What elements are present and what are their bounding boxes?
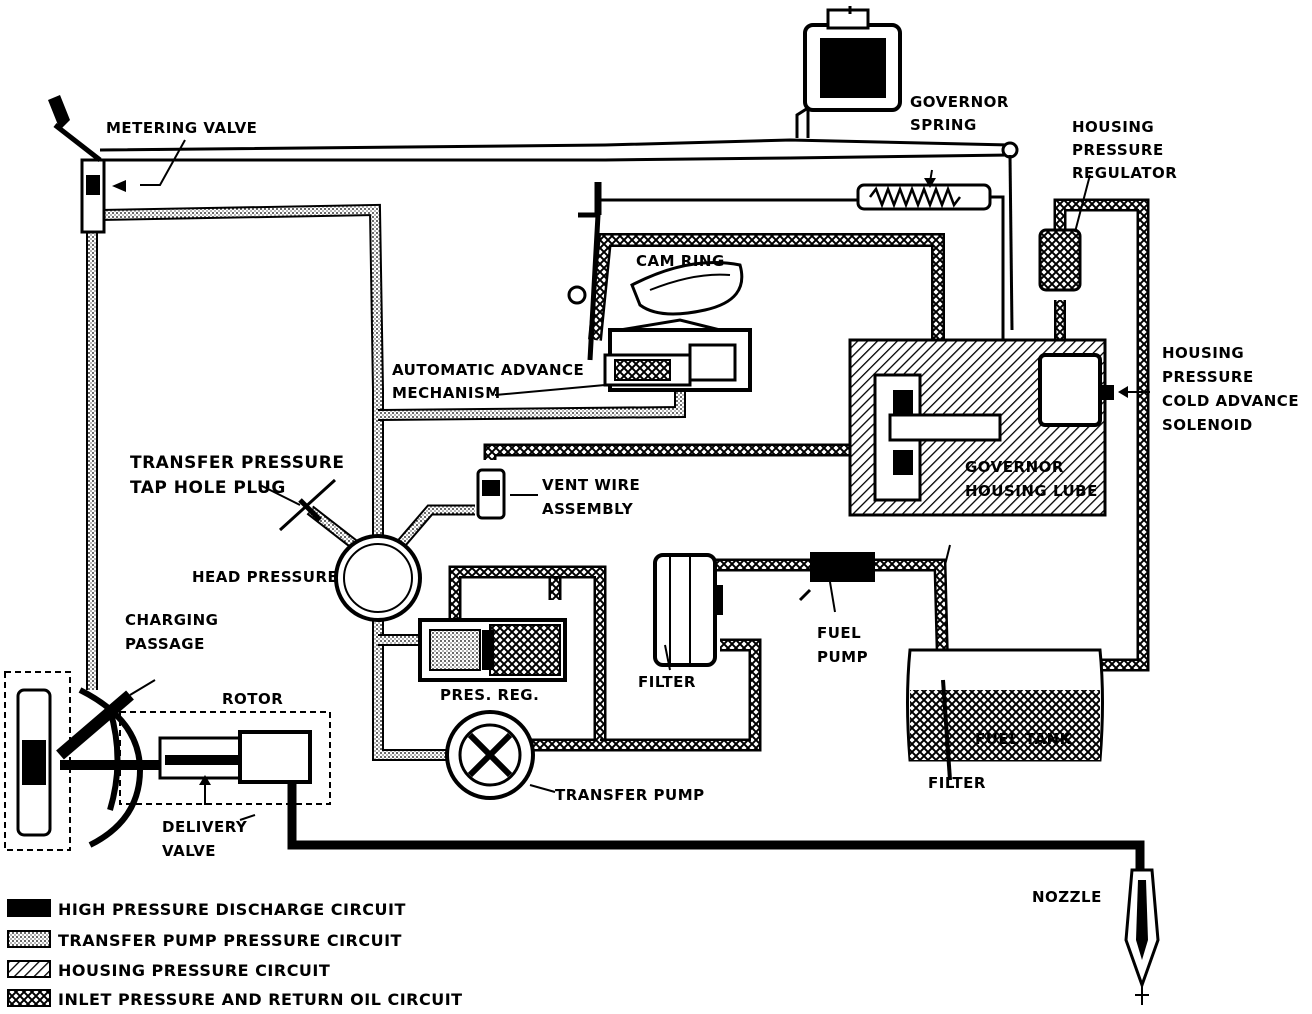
legend-item-housing-pressure: HOUSING PRESSURE CIRCUIT (7, 960, 330, 980)
automatic-advance-mechanism (603, 328, 752, 392)
label-housing-solenoid-1: HOUSING (1162, 344, 1244, 362)
legend-label: HIGH PRESSURE DISCHARGE CIRCUIT (58, 900, 406, 919)
label-cam-ring: CAM RING (636, 252, 725, 270)
inline-filter (653, 553, 723, 667)
labels: METERING VALVE GOVERNOR SPRING HOUSING P… (106, 93, 1299, 906)
throttle-lever (795, 6, 902, 138)
label-filter-upper: FILTER (638, 673, 696, 691)
label-charging-passage-1: CHARGING (125, 611, 218, 629)
label-governor-housing-2: HOUSING LUBE (965, 482, 1098, 500)
label-automatic-advance-1: AUTOMATIC ADVANCE (392, 361, 584, 379)
label-housing-solenoid-3: COLD ADVANCE (1162, 392, 1299, 410)
cold-advance-solenoid (1038, 353, 1150, 427)
high-pressure-line (56, 690, 1145, 870)
advance-linkage (567, 182, 602, 361)
transfer-pressure-passages (86, 203, 686, 761)
label-delivery-valve-2: VALVE (162, 842, 216, 860)
label-charging-passage-2: PASSAGE (125, 635, 205, 653)
label-vent-wire-1: VENT WIRE (542, 476, 640, 494)
label-housing-solenoid-2: PRESSURE (1162, 368, 1254, 386)
label-metering-valve: METERING VALVE (106, 119, 257, 137)
governor-spring (600, 154, 1014, 435)
legend-item-transfer-pump: TRANSFER PUMP PRESSURE CIRCUIT (7, 930, 402, 950)
label-housing-regulator-3: REGULATOR (1072, 164, 1177, 182)
housing-pressure-regulator (1038, 174, 1091, 292)
label-head-pressure: HEAD PRESSURE (192, 568, 338, 586)
legend-label: TRANSFER PUMP PRESSURE CIRCUIT (58, 931, 402, 950)
rotor-assembly (4, 671, 331, 851)
label-governor-housing-1: GOVERNOR (965, 458, 1064, 476)
label-filter-lower: FILTER (928, 774, 986, 792)
label-fuel-pump-2: PUMP (817, 648, 868, 666)
inlet-return-passages (448, 198, 1150, 761)
label-automatic-advance-2: MECHANISM (392, 384, 501, 402)
cam-ring (619, 261, 744, 332)
legend-label: INLET PRESSURE AND RETURN OIL CIRCUIT (58, 990, 463, 1009)
label-housing-regulator-1: HOUSING (1072, 118, 1154, 136)
label-rotor: ROTOR (222, 690, 283, 708)
transfer-tap-hole-plug (259, 478, 337, 532)
label-fuel-tank: FUEL TANK (975, 730, 1073, 748)
nozzle (1124, 868, 1160, 1005)
label-housing-regulator-2: PRESSURE (1072, 141, 1164, 159)
metering-valve (48, 95, 1019, 234)
label-transfer-pump: TRANSFER PUMP (555, 786, 705, 804)
label-fuel-pump-1: FUEL (817, 624, 861, 642)
transfer-pump (445, 710, 556, 800)
legend-item-inlet-return: INLET PRESSURE AND RETURN OIL CIRCUIT (7, 989, 463, 1009)
label-transfer-tap-2: TAP HOLE PLUG (130, 478, 286, 498)
legend: HIGH PRESSURE DISCHARGE CIRCUIT TRANSFER… (7, 899, 463, 1009)
label-pres-reg: PRES. REG. (440, 686, 539, 704)
label-governor-spring-1: GOVERNOR (910, 93, 1009, 111)
fuel-tank (906, 648, 1104, 781)
label-nozzle: NOZZLE (1032, 888, 1102, 906)
label-transfer-tap-1: TRANSFER PRESSURE (130, 453, 344, 473)
legend-label: HOUSING PRESSURE CIRCUIT (58, 961, 330, 980)
governor-housing (848, 338, 1107, 517)
pressure-regulator (418, 618, 567, 682)
label-vent-wire-2: ASSEMBLY (542, 500, 634, 518)
legend-item-high-pressure: HIGH PRESSURE DISCHARGE CIRCUIT (7, 899, 406, 919)
head-pressure-chamber (334, 534, 422, 622)
label-delivery-valve-1: DELIVERY (162, 818, 248, 836)
fuel-pump (798, 552, 875, 613)
label-leaders (129, 384, 951, 821)
vent-wire-assembly (476, 468, 538, 520)
label-housing-solenoid-4: SOLENOID (1162, 416, 1253, 434)
label-governor-spring-2: SPRING (910, 116, 977, 134)
